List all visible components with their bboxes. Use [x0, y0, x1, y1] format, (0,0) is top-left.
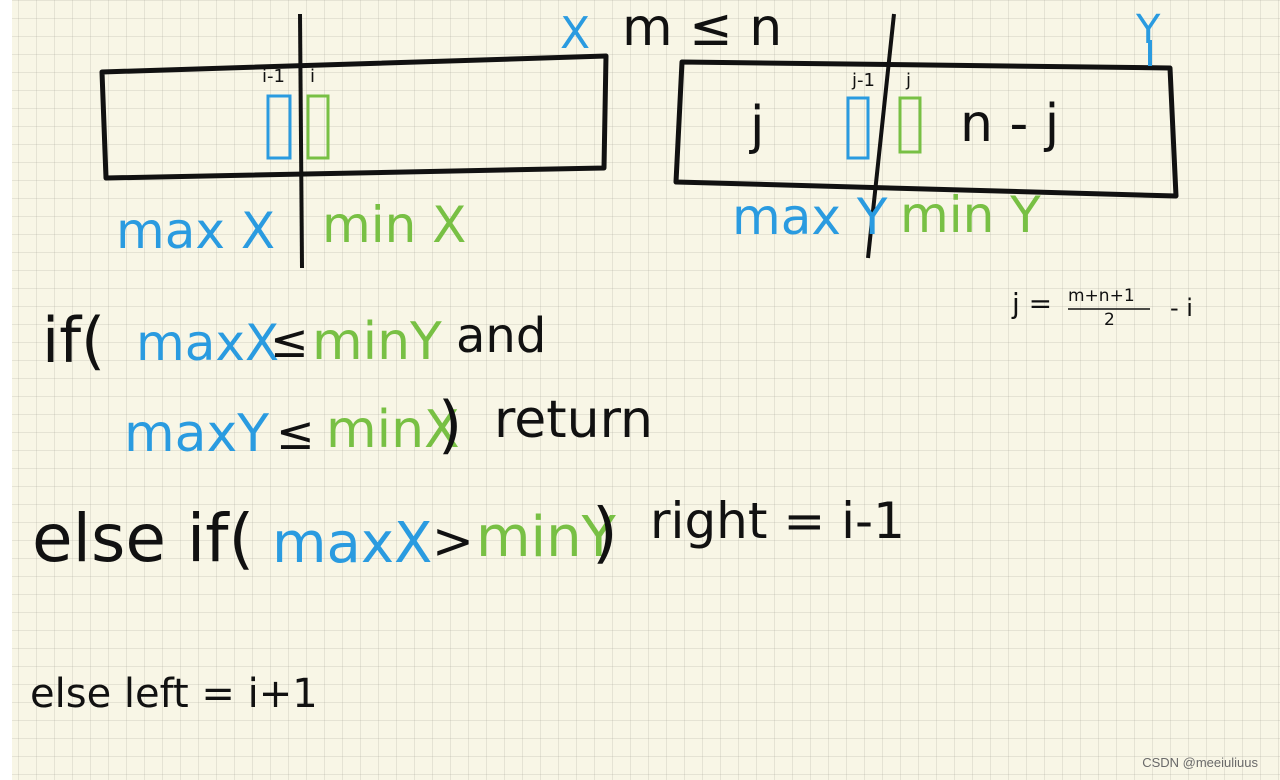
min-x-label: min X: [322, 196, 467, 254]
assign-right: right = i-1: [650, 492, 905, 550]
keyword-and: and: [456, 308, 547, 364]
cell-y-j: [898, 96, 922, 154]
keyword-if: if(: [42, 304, 106, 377]
left-count-j: j: [750, 96, 765, 156]
cell-x-i: [306, 94, 330, 160]
operand-max-x: maxX: [272, 511, 433, 576]
operand-max-y: maxY: [124, 404, 270, 464]
array-y-box: [673, 59, 1179, 199]
index-label-j: j: [906, 70, 912, 91]
operand-min-y: minY: [312, 312, 442, 372]
index-label-i: i: [310, 66, 316, 87]
operand-min-x: minX: [326, 400, 460, 460]
formula-tail: - i: [1170, 294, 1193, 322]
watermark: CSDN @meeiuliuus: [1142, 755, 1258, 770]
formula-lhs: j =: [1012, 287, 1053, 320]
keyword-else-if: else if(: [32, 500, 255, 577]
formula-numerator: m+n+1: [1068, 286, 1135, 306]
index-label-i-minus-1: i-1: [262, 66, 285, 87]
close-paren: ): [438, 388, 463, 461]
array-y-title: Y: [1136, 7, 1161, 53]
operand-min-y: minY: [476, 505, 616, 570]
keyword-return: return: [494, 390, 653, 450]
operator-leq: ≤: [276, 406, 315, 460]
operator-leq: ≤: [270, 314, 309, 368]
right-count-n-minus-j: n - j: [960, 94, 1060, 154]
operand-max-x: maxX: [136, 314, 280, 372]
max-x-label: max X: [116, 202, 276, 260]
min-y-label: min Y: [900, 186, 1041, 244]
array-x-title: X: [560, 8, 591, 59]
array-x-box: [99, 53, 609, 181]
cell-x-i-minus-1: [266, 94, 292, 160]
code-line-4: else left = i+1: [30, 671, 318, 717]
formula-denominator: 2: [1104, 310, 1115, 330]
operator-gt: >: [432, 512, 474, 570]
size-condition: m ≤ n: [622, 0, 783, 58]
array-x-split-line: [298, 13, 304, 269]
close-paren: ): [592, 494, 618, 571]
max-y-label: max Y: [732, 188, 888, 246]
cell-y-j-minus-1: [846, 96, 870, 160]
array-y-split-line: [866, 13, 896, 259]
index-label-j-minus-1: j-1: [852, 70, 875, 91]
